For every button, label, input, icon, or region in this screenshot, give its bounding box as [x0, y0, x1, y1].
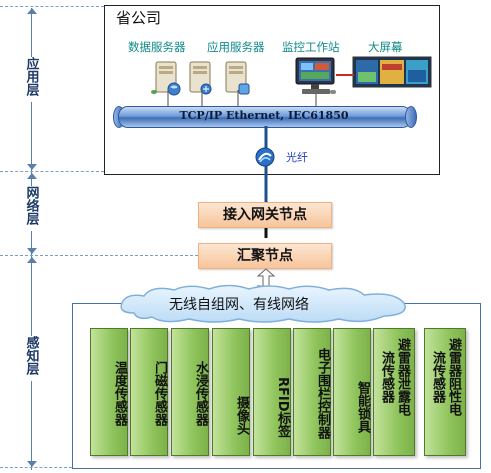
axis-arrow-up-app: [27, 8, 37, 14]
sensor-temperature-label: 温度传感器: [112, 360, 127, 426]
layer-label-network: 网络层: [19, 186, 43, 231]
access-gateway-node: 接入网关节点: [198, 202, 332, 228]
server-label-data: 数据服务器: [128, 40, 186, 54]
ethernet-bus-label: TCP/IP Ethernet, IEC61850: [179, 109, 349, 122]
sensor-temperature: 温度传感器: [90, 328, 128, 456]
sensor-electronic-fence-label: 电子围栏控制器: [315, 347, 330, 439]
sensor-smart-lock-label: 智能锁具: [355, 381, 370, 433]
layer-divider-top: [0, 6, 104, 7]
fiber-icon: [255, 147, 275, 167]
layer-label-network-text: 网络层: [23, 186, 39, 225]
axis-arrow-up-sensing: [27, 257, 37, 263]
sensor-camera: 摄像头: [212, 328, 250, 456]
layer-label-sensing: 感知层: [19, 336, 43, 381]
layer-divider-app-network: [0, 171, 104, 172]
sensor-camera-label: 摄像头: [234, 395, 249, 435]
aggregation-node: 汇聚节点: [198, 243, 332, 269]
layer-divider-network-sensing: [0, 255, 198, 256]
network-cloud-icon: [120, 284, 406, 323]
cloud-label: 无线自组网、有线网络: [169, 297, 309, 313]
sensor-electronic-fence: 电子围栏控制器: [293, 328, 331, 456]
sensor-rfid-tag-label: RFID标签: [275, 376, 290, 438]
axis-arrow-up-network: [27, 173, 37, 179]
axis-arrow-down-network: [27, 248, 37, 254]
server-label-monitor: 监控工作站: [282, 40, 340, 54]
bus-right-cap: [405, 106, 417, 128]
sensor-door-magnet: 门磁传感器: [130, 328, 168, 456]
large-screen-icon: [352, 56, 432, 88]
sensor-door-magnet-label: 门磁传感器: [152, 360, 167, 426]
layer-label-sensing-text: 感知层: [23, 336, 39, 375]
server-label-screen: 大屏幕: [368, 40, 403, 54]
sensor-arrester-resistive: 避雷器阻性电流传感器: [424, 328, 466, 456]
sensor-arrester-resistive-label: 避雷器阻性电流传感器: [430, 338, 461, 416]
fiber-label: 光纤: [286, 151, 308, 164]
sensor-water-immersion-label: 水浸传感器: [193, 360, 208, 426]
sensor-arrester-leakage-label: 避雷器泄露电流传感器: [379, 338, 410, 416]
server-drop-lines: [167, 90, 317, 106]
axis-arrow-down-app: [27, 164, 37, 170]
monitor-workstation-icon: [295, 57, 336, 94]
province-company-title: 省公司: [116, 9, 162, 27]
workstation-screen-link-line: [336, 74, 354, 76]
axis-arrow-down-sensing: [27, 461, 37, 467]
application-server-icon: [189, 61, 212, 95]
layer-label-application: 应用层: [19, 57, 43, 102]
sensor-water-immersion: 水浸传感器: [171, 328, 209, 456]
sensor-arrester-leakage: 避雷器泄露电流传感器: [373, 328, 415, 456]
sensor-rfid-tag: RFID标签: [253, 328, 291, 456]
server-label-application: 应用服务器: [207, 40, 265, 54]
layer-divider-bottom: [0, 467, 72, 468]
database-server-icon: [151, 61, 181, 96]
server-icon-third: [225, 61, 250, 95]
layer-label-application-text: 应用层: [23, 57, 39, 96]
layer-axis: [31, 8, 32, 470]
sensor-smart-lock: 智能锁具: [333, 328, 371, 456]
